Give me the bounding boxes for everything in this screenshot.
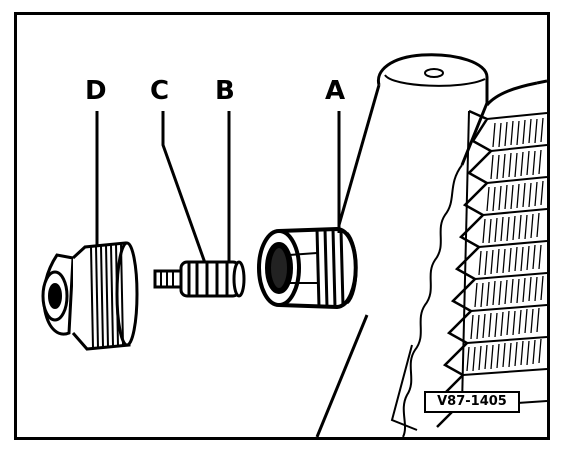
label-d: D	[85, 76, 107, 106]
part-d-cap	[41, 241, 139, 351]
exploded-view-drawing	[41, 53, 547, 437]
figure-id-label: V87-1405	[424, 391, 520, 413]
condenser	[315, 53, 547, 437]
figure-frame: D C B A V87-1405	[14, 12, 550, 440]
label-b: B	[215, 76, 235, 106]
leader-line-c	[161, 111, 207, 264]
label-c: C	[150, 76, 170, 106]
leader-lines	[95, 111, 341, 264]
label-a: A	[325, 76, 346, 106]
part-a-union	[257, 226, 358, 310]
part-bc-valve-core	[153, 260, 246, 298]
